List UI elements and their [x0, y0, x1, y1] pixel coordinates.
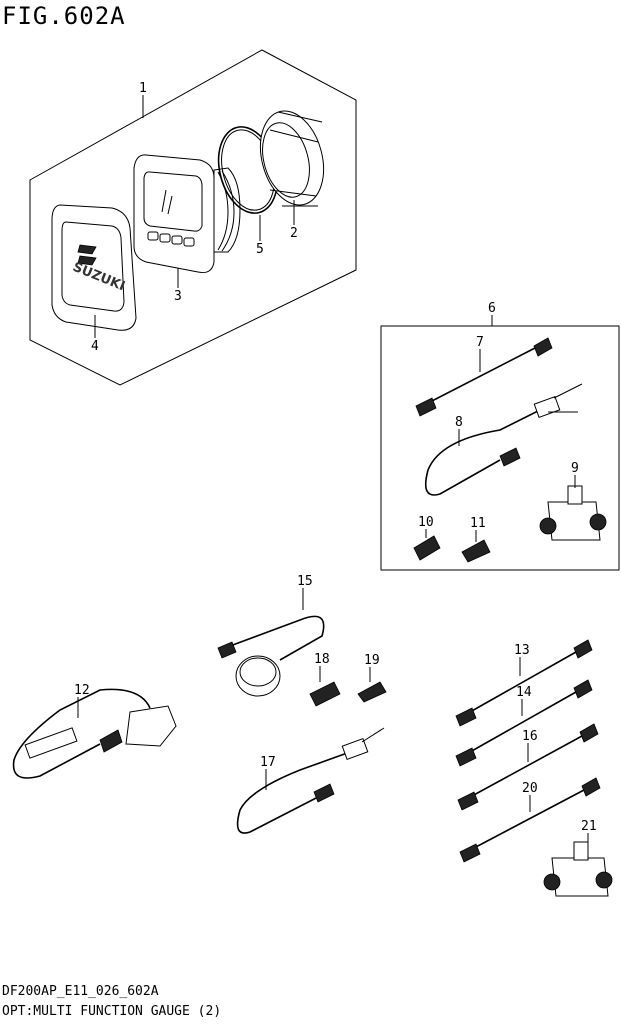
callout-12: 12 — [74, 683, 90, 698]
part-17-cable[interactable] — [236, 727, 385, 834]
part-9-t-connector[interactable] — [539, 485, 607, 541]
callout-13: 13 — [514, 643, 530, 658]
callout-5: 5 — [256, 242, 264, 257]
part-21-t-connector[interactable] — [543, 841, 613, 897]
callout-7: 7 — [476, 335, 484, 350]
callout-4: 4 — [91, 339, 99, 354]
part-4-cover[interactable]: SUZUKI — [51, 204, 137, 331]
part-10-terminator[interactable] — [413, 535, 441, 561]
callout-19: 19 — [364, 653, 380, 668]
callout-20: 20 — [522, 781, 538, 796]
figure-caption: OPT:MULTI FUNCTION GAUGE (2) — [2, 1004, 222, 1019]
callout-1: 1 — [139, 81, 147, 96]
callout-15: 15 — [297, 574, 313, 589]
part-8-cable[interactable] — [424, 383, 583, 496]
part-20-cable[interactable] — [459, 777, 601, 863]
callout-18: 18 — [314, 652, 330, 667]
callout-10: 10 — [418, 515, 434, 530]
part-12-sensor-cable[interactable] — [12, 688, 177, 779]
part-19-terminator[interactable] — [357, 681, 387, 703]
part-2-nut[interactable] — [251, 104, 334, 212]
figure-title: FIG.602A — [2, 2, 126, 30]
callout-16: 16 — [522, 729, 538, 744]
callout-9: 9 — [571, 461, 579, 476]
callout-17: 17 — [260, 755, 276, 770]
callout-21: 21 — [581, 819, 597, 834]
kit-1-outline — [29, 49, 357, 386]
kit-6-box — [380, 325, 620, 571]
callout-6: 6 — [488, 301, 496, 316]
part-16-cable[interactable] — [457, 723, 599, 811]
part-13-cable[interactable] — [455, 639, 593, 727]
part-3-gauge[interactable] — [133, 154, 241, 273]
callout-11: 11 — [470, 516, 486, 531]
part-15-antenna[interactable] — [217, 615, 325, 697]
callout-2: 2 — [290, 226, 298, 241]
callout-14: 14 — [516, 685, 532, 700]
part-11-terminator[interactable] — [461, 539, 491, 563]
callout-8: 8 — [455, 415, 463, 430]
part-7-cable[interactable] — [415, 337, 553, 417]
figure-code: DF200AP_E11_026_602A — [2, 984, 159, 999]
callout-3: 3 — [174, 289, 182, 304]
part-14-cable[interactable] — [455, 679, 593, 767]
part-18-terminator[interactable] — [309, 681, 341, 707]
